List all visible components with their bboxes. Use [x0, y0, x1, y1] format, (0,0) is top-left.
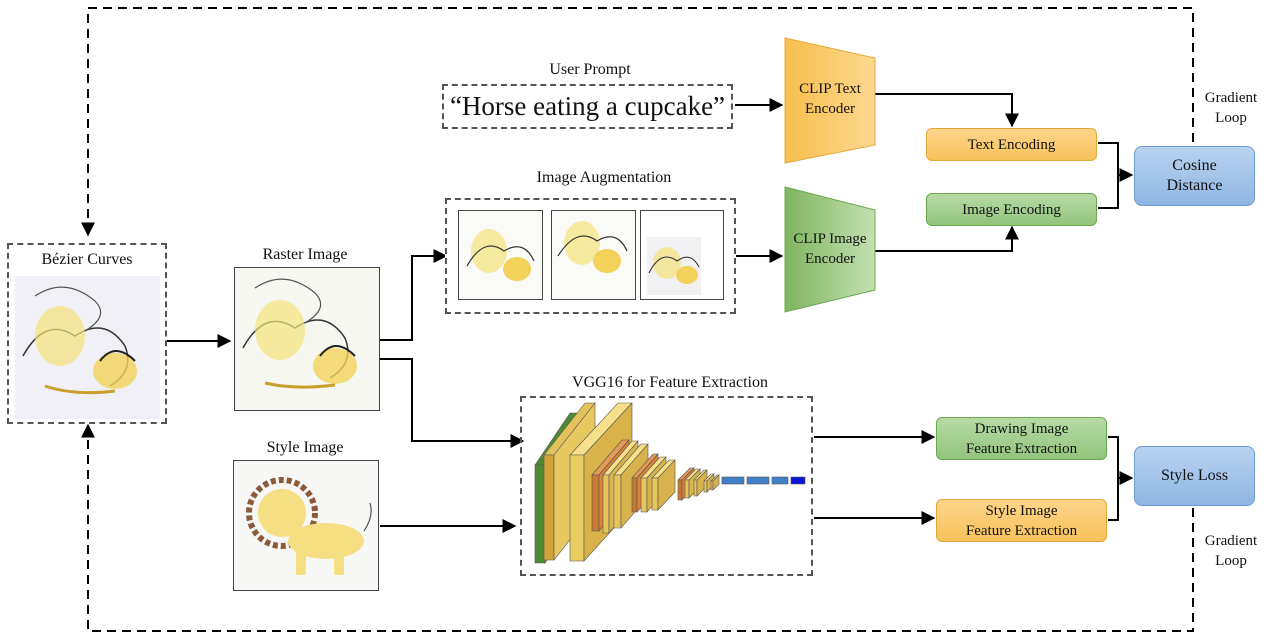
clip-text-encoder-line-2: Encoder	[805, 101, 855, 117]
vgg16-label: VGG16 for Feature Extraction	[572, 374, 768, 391]
vgg16-network	[534, 402, 806, 564]
image-augmentation-label: Image Augmentation	[536, 169, 672, 186]
cosine-distance-line-1: Cosine	[1172, 157, 1217, 174]
augmented-image-3	[640, 210, 724, 300]
style-fe-line-2: Feature Extraction	[965, 522, 1078, 539]
gradient-loop-bottom-line-2: Loop	[1215, 553, 1247, 569]
clip-image-encoder-shape	[784, 186, 876, 313]
drawing-fe-line-1: Drawing Image	[974, 420, 1069, 437]
cosine-distance-line-2: Distance	[1166, 177, 1223, 194]
gradient-loop-bottom-line-1: Gradient	[1204, 533, 1258, 549]
augmented-sketch-2	[552, 211, 635, 299]
style-image	[233, 460, 379, 591]
bezier-curves-image	[15, 276, 160, 419]
raster-image	[234, 267, 380, 411]
gradient-loop-label-bottom: Gradient Loop	[1196, 531, 1266, 571]
prompt-text: “Horse eating a cupcake”	[449, 91, 726, 121]
text-encoding-box: Text Encoding	[926, 128, 1097, 161]
image-encoding-box: Image Encoding	[926, 193, 1097, 226]
raster-sketch-image	[235, 268, 379, 410]
augmented-sketch-3	[641, 211, 723, 299]
augmented-sketch-1	[459, 211, 542, 299]
clip-text-encoder-shape	[784, 37, 876, 164]
lion-sketch-image	[234, 461, 378, 590]
flow-arrows	[167, 93, 1134, 533]
vgg16-panel	[520, 396, 813, 576]
augmented-image-2	[551, 210, 636, 300]
horse-sketch-image	[15, 276, 160, 419]
clip-image-encoder-line-2: Encoder	[805, 251, 855, 267]
clip-text-encoder-line-1: CLIP Text	[799, 81, 861, 97]
gradient-loop-label-top: Gradient Loop	[1196, 88, 1266, 128]
user-prompt-label: User Prompt	[549, 61, 631, 78]
gradient-loop-path	[81, 7, 1194, 632]
drawing-fe-line-2: Feature Extraction	[965, 440, 1078, 457]
clip-image-encoder-line-1: CLIP Image	[793, 231, 867, 247]
style-image-label: Style Image	[266, 439, 344, 456]
gradient-loop-top-line-2: Loop	[1215, 110, 1247, 126]
style-loss-box: Style Loss	[1134, 446, 1255, 506]
user-prompt-box	[442, 84, 733, 129]
gradient-loop-top-line-1: Gradient	[1204, 90, 1258, 106]
augmented-image-1	[458, 210, 543, 300]
style-fe-line-1: Style Image	[985, 502, 1058, 519]
raster-image-label: Raster Image	[262, 246, 348, 263]
bezier-curves-label: Bézier Curves	[41, 251, 133, 268]
